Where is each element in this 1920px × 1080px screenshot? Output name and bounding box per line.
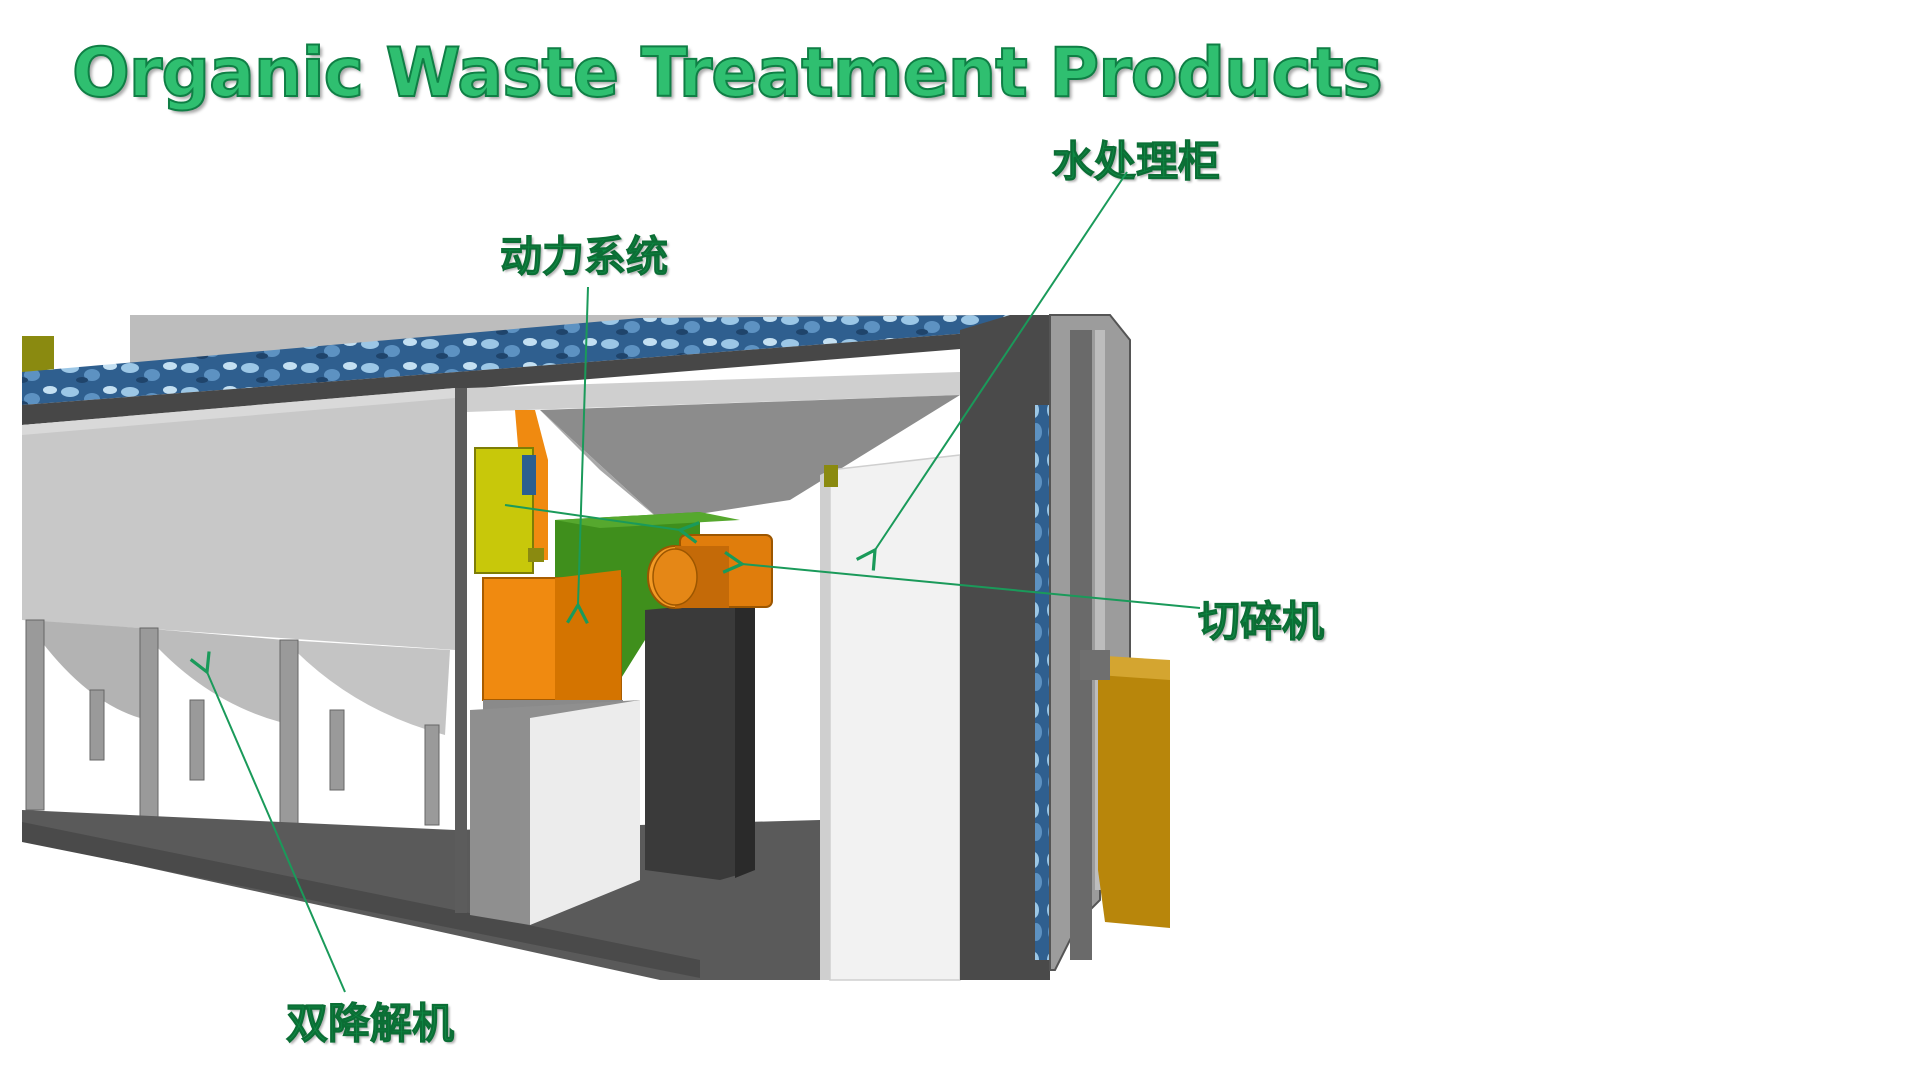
hopper-bottom-1 xyxy=(26,620,140,718)
divider-column xyxy=(455,388,467,913)
label-water-treatment-cabinet: 水处理柜 xyxy=(1051,137,1221,187)
arrow-shredder xyxy=(722,551,1201,609)
label-power-system: 动力系统 xyxy=(499,232,669,282)
shredder-pedestal-side xyxy=(735,600,755,878)
arrow-power-system xyxy=(566,286,589,625)
arrow-water-cabinet xyxy=(855,171,1128,571)
shredder-pedestal xyxy=(645,600,755,880)
waste-bin-lip xyxy=(1080,650,1110,680)
right-door-slot xyxy=(1070,330,1092,960)
water-cabinet-top-block xyxy=(824,465,838,487)
power-box-side xyxy=(555,570,621,700)
floor-front-edge xyxy=(22,822,700,978)
right-frame xyxy=(960,315,1050,980)
right-door-rail xyxy=(1095,330,1105,890)
hopper-bottom-3 xyxy=(285,640,450,735)
compartment-ceiling xyxy=(467,372,960,412)
water-cabinet-side xyxy=(820,470,830,980)
feed-funnel-side xyxy=(540,410,660,520)
control-panel-screen xyxy=(522,455,536,495)
camo-roof-strip xyxy=(22,315,1010,405)
callout-arrows xyxy=(189,171,1201,993)
label-dual-degrader: 双降解机 xyxy=(285,999,455,1049)
page-title: Organic Waste Treatment Products xyxy=(71,33,1384,114)
degrader-tank-top xyxy=(22,388,455,435)
arrow-power-to-shredder xyxy=(504,504,700,544)
feed-funnel xyxy=(540,395,960,520)
water-cabinet xyxy=(829,454,961,981)
hopper-bottom-2 xyxy=(140,628,285,722)
motor-face-front xyxy=(652,548,698,606)
control-panel-knob xyxy=(528,548,544,562)
label-shredder: 切碎机 xyxy=(1197,597,1325,647)
waste-bin xyxy=(1098,660,1170,928)
shredder-body-top xyxy=(555,512,740,528)
support-legs xyxy=(25,619,440,871)
arrow-dual-degrader xyxy=(189,651,346,993)
power-box-stand-face xyxy=(530,700,640,925)
top-frame-beam xyxy=(22,330,1010,425)
degrader-tank xyxy=(22,388,455,650)
